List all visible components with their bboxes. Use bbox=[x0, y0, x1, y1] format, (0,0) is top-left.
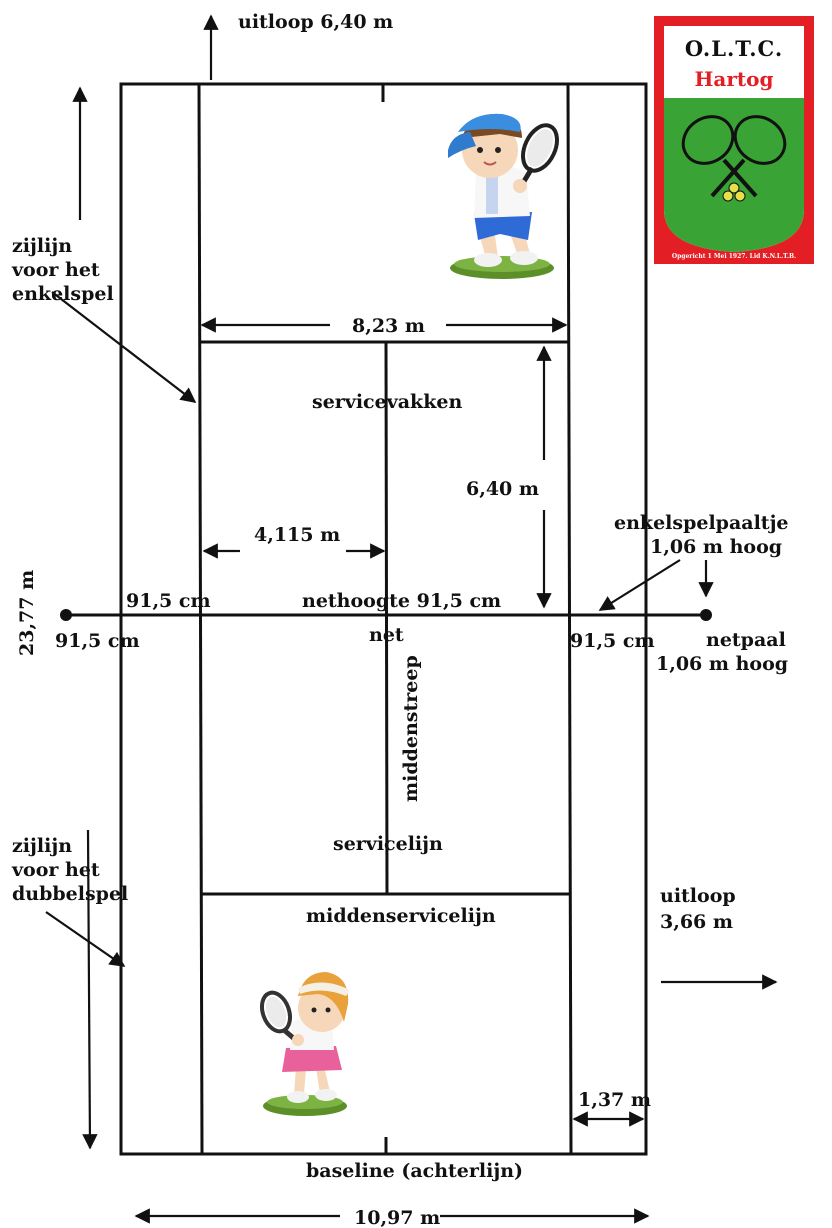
boy-tennis-player-figurine bbox=[448, 113, 559, 279]
net-height-left-label: 91,5 cm bbox=[126, 590, 211, 612]
crossed-rackets-icon bbox=[681, 115, 787, 202]
singles-sideline-right bbox=[566, 83, 573, 1155]
logo-line1: O.L.T.C. bbox=[685, 36, 783, 61]
logo-footer: Opgericht 1 Mei 1927. Lid K.N.L.T.B. bbox=[672, 253, 796, 260]
center-line-label: middenstreep bbox=[400, 655, 422, 802]
singles-sideline-pointer bbox=[51, 291, 197, 403]
club-logo: O.L.T.C. Hartog Opgericht 1 Mei 1927. Li… bbox=[654, 16, 814, 264]
court-lines bbox=[60, 82, 712, 1156]
width-singles-label: 8,23 m bbox=[352, 315, 425, 337]
total-length-label: 23,77 m bbox=[16, 570, 38, 656]
runoff-side-label: uitloop 3,66 m bbox=[660, 885, 742, 933]
doubles-sideline-pointer bbox=[45, 911, 126, 967]
net-post-label: netpaal 1,06 m hoog bbox=[656, 629, 792, 675]
doubles-sideline-label: zijlijn voor het dubbelspel bbox=[11, 835, 128, 905]
singles-sideline-label: zijlijn voor het enkelspel bbox=[11, 235, 114, 305]
singles-stick-label: enkelspelpaaltje 1,06 m hoog bbox=[614, 512, 795, 558]
net-post-right bbox=[700, 609, 712, 621]
logo-line2: Hartog bbox=[695, 67, 774, 91]
total-width-label: 10,97 m bbox=[354, 1207, 440, 1228]
labels: uitloop 6,40 m zijlijn voor het enkelspe… bbox=[11, 11, 795, 1228]
center-service-line bbox=[384, 341, 389, 895]
net-side-right-label: 91,5 cm bbox=[570, 630, 655, 652]
service-depth-label: 6,40 m bbox=[466, 478, 539, 500]
half-width-label: 4,115 m bbox=[254, 524, 340, 546]
dimension-arrows bbox=[45, 14, 778, 1224]
runoff-back-label: uitloop 6,40 m bbox=[238, 11, 393, 33]
service-line-label: servicelijn bbox=[333, 833, 443, 855]
singles-sideline-left bbox=[197, 83, 204, 1155]
net-height-center-label: nethoogte 91,5 cm bbox=[302, 590, 501, 612]
singles-stick-pointer bbox=[598, 559, 681, 611]
baseline-label: baseline (achterlijn) bbox=[306, 1160, 523, 1182]
center-service-line-label: middenservicelijn bbox=[306, 905, 496, 927]
alley-width-label: 1,37 m bbox=[578, 1089, 651, 1111]
net-label: net bbox=[369, 624, 404, 646]
net-post-left bbox=[60, 609, 72, 621]
net-side-left-label: 91,5 cm bbox=[55, 630, 140, 652]
service-boxes-label: servicevakken bbox=[312, 391, 462, 413]
total-length-arrow-bottom bbox=[82, 829, 98, 1150]
girl-tennis-player-figurine bbox=[259, 972, 350, 1116]
